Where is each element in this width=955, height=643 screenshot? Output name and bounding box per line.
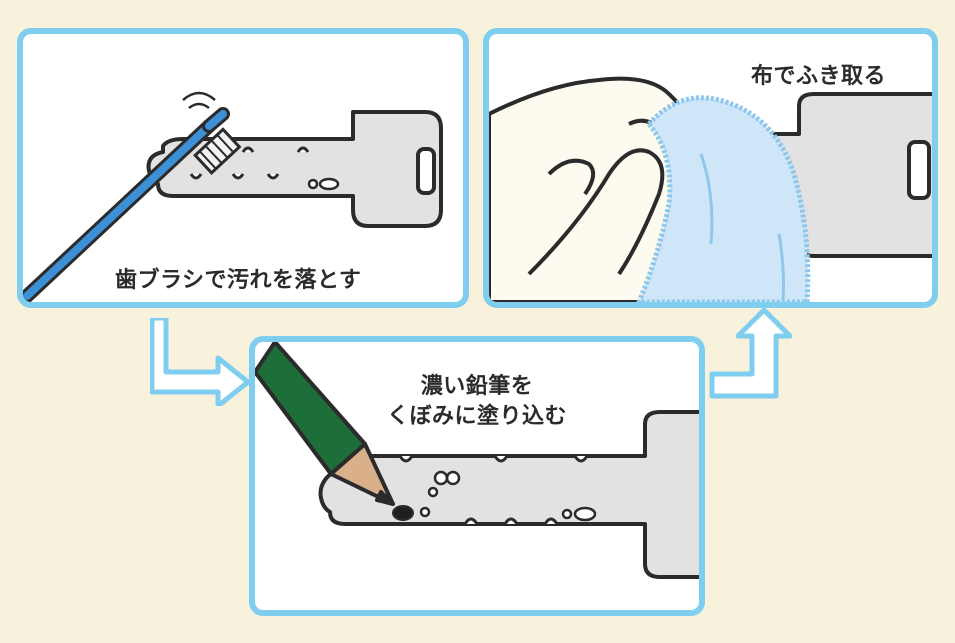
step-pencil-caption-line-2: くぼみに塗り込む [386, 404, 567, 429]
step-brush-caption: 歯ブラシで汚れを落とす [115, 268, 362, 293]
step-wipe-caption: 布でふき取る [751, 64, 887, 89]
cloth-icon [636, 95, 811, 302]
key-icon [146, 110, 443, 228]
step-wipe-panel: 布でふき取る [483, 28, 938, 308]
arrow-icon [150, 318, 250, 406]
arrow-icon [709, 308, 793, 399]
pencil-icon [255, 342, 395, 506]
step-pencil-panel: 濃い鉛筆を くぼみに塗り込む [249, 336, 705, 616]
step-pencil-caption: 濃い鉛筆を くぼみに塗り込む [255, 372, 699, 432]
pencil-illustration [255, 342, 699, 579]
wipe-illustration [489, 76, 932, 302]
key-illustration [23, 91, 443, 302]
step-brush-panel: 歯ブラシで汚れを落とす [17, 28, 469, 308]
toothbrush-icon [23, 91, 242, 302]
step-pencil-caption-line-1: 濃い鉛筆を [420, 374, 534, 399]
